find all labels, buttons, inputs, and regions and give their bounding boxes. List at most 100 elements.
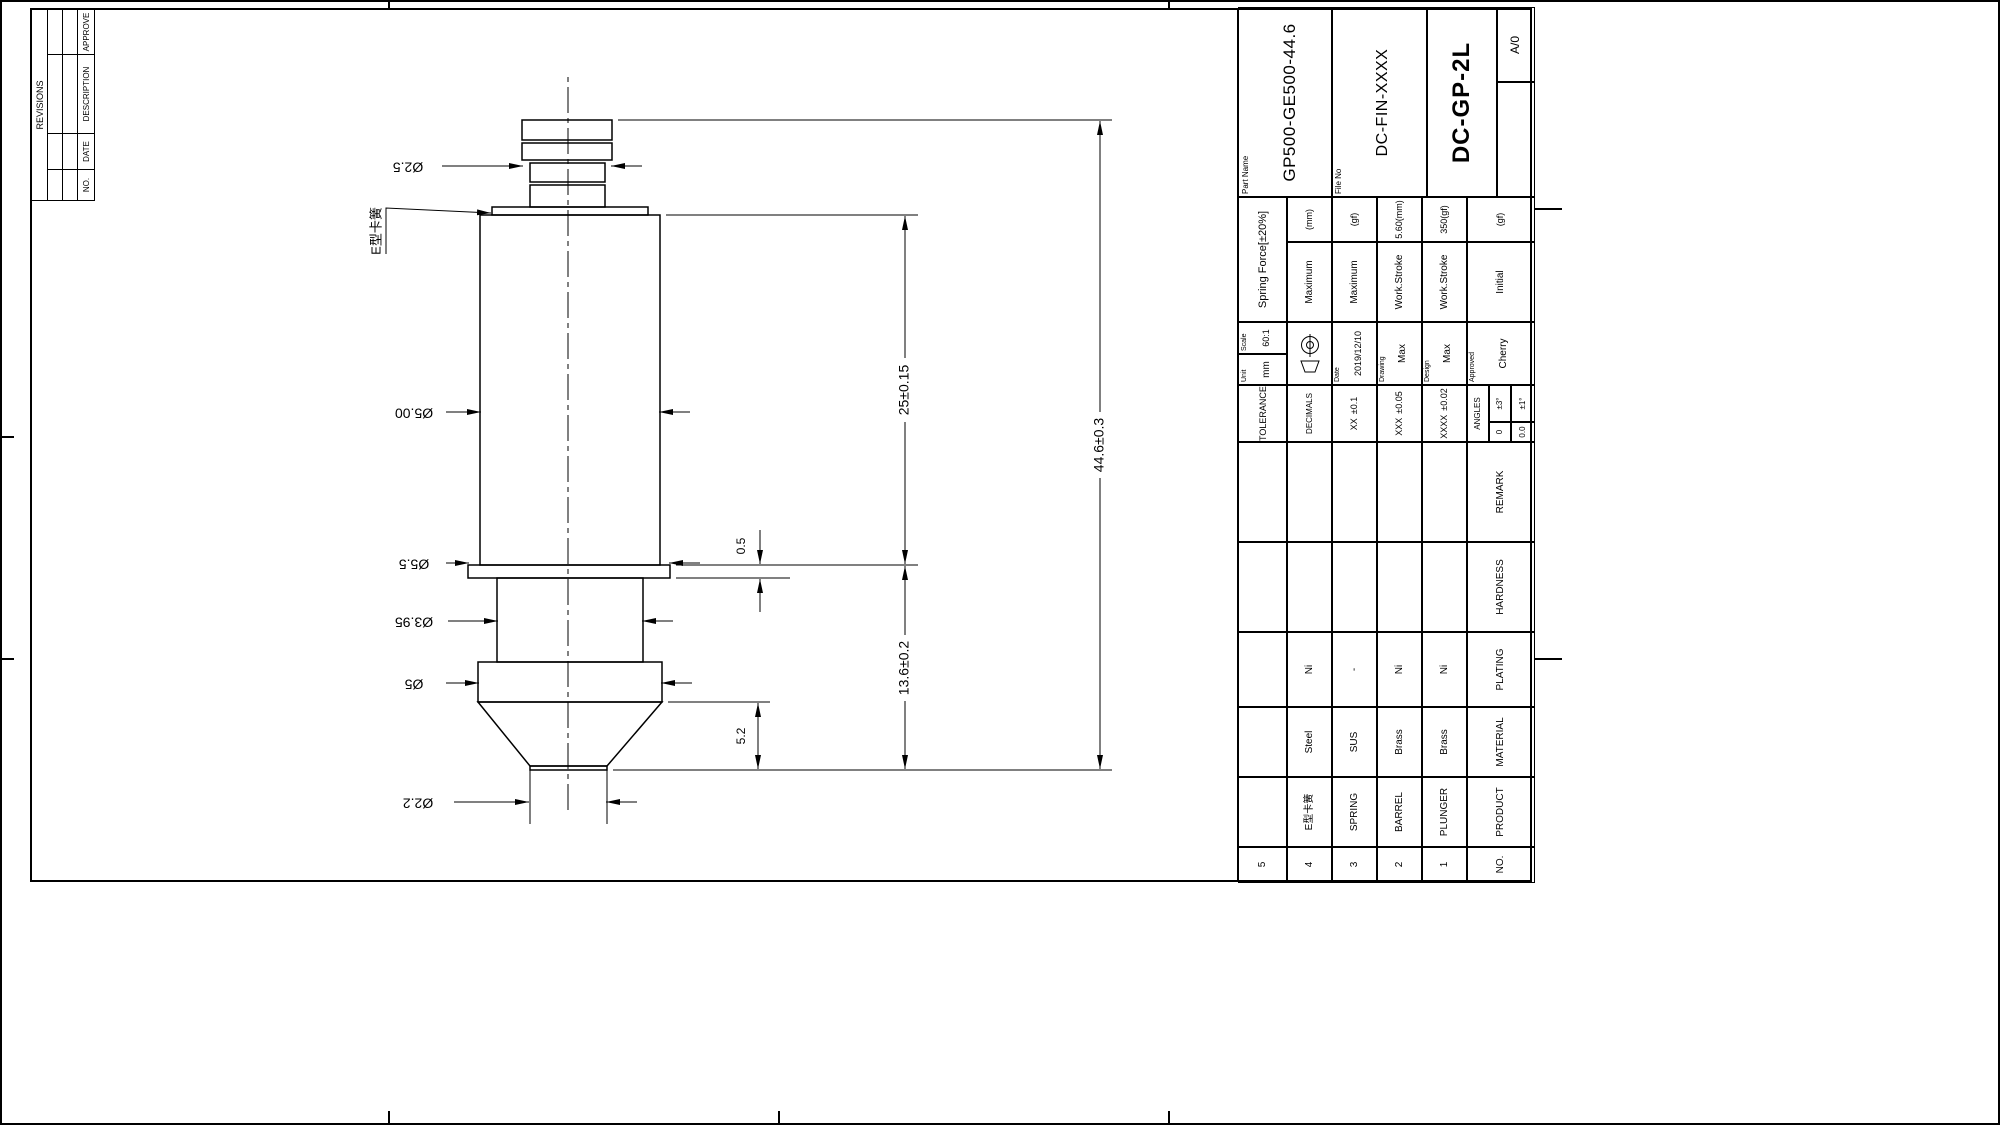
design-label: Design xyxy=(1424,360,1431,382)
tolerance-key: XX xyxy=(1349,418,1360,431)
dim-lower-length: 13.6±0.2 xyxy=(896,641,912,696)
spec-label: Work.Stroke xyxy=(1421,240,1468,324)
tip-end xyxy=(529,765,608,771)
spec-label: Maximum xyxy=(1331,240,1378,324)
revision-cell xyxy=(48,169,62,200)
spec-value: (gf) xyxy=(1465,196,1536,243)
eclip-callout-text: E型卡簧 xyxy=(368,207,383,255)
centering-tick xyxy=(388,0,390,14)
unit-cell: Unit mm xyxy=(1237,353,1289,386)
revision-title: REVISIONS xyxy=(32,10,48,200)
revision-col-date: DATE xyxy=(78,133,94,169)
dim-total-length: 44.6±0.3 xyxy=(1091,418,1107,473)
parts-no: 2 xyxy=(1375,846,1424,883)
unit-label: Unit xyxy=(1241,369,1248,382)
approved-by-value: Cherry xyxy=(1498,338,1510,369)
parts-header-no: NO. xyxy=(1465,846,1536,883)
tolerance-row-xxxx: XXXX ±0.02 xyxy=(1421,383,1468,444)
dim-barrel-length: 25±0.15 xyxy=(896,365,912,416)
unit-value: mm xyxy=(1260,361,1272,378)
part-drawing: Ø2.5 Ø5.00 Ø5.5 Ø3.95 Ø5 Ø2.2 0.5 5.2 25… xyxy=(368,75,1112,824)
drawing-by-value: Max xyxy=(1397,344,1409,363)
parts-header-plating: PLATING xyxy=(1466,630,1535,709)
spec-value: (gf) xyxy=(1331,196,1378,243)
tolerance-value: ±0.02 xyxy=(1439,388,1450,411)
dim-tube-diameter: Ø3.95 xyxy=(395,614,433,630)
part-name-cell: Part Name GP500-GE500-44.6 xyxy=(1238,5,1333,200)
parts-product: PLUNGER xyxy=(1421,775,1468,849)
parts-plating: - xyxy=(1331,630,1378,709)
part-name-value: GP500-GE500-44.6 xyxy=(1279,23,1299,182)
parts-remark xyxy=(1421,439,1468,545)
revision-col-no: NO. xyxy=(78,169,94,200)
parts-header-product: PRODUCT xyxy=(1466,775,1535,849)
centering-tick xyxy=(1532,658,1562,660)
drawing-by-cell: Drawing Max xyxy=(1376,320,1423,387)
revision-cell xyxy=(63,133,77,169)
revision-code: A/0 xyxy=(1496,6,1535,84)
parts-plating: Ni xyxy=(1421,630,1468,709)
parts-material: SUS xyxy=(1331,705,1378,779)
date-label: Date xyxy=(1334,367,1341,382)
revision-cell xyxy=(63,169,77,200)
barrel-crimp-step xyxy=(491,206,649,216)
file-no-label: File No xyxy=(1334,168,1343,194)
lower-tube xyxy=(496,577,644,663)
revision-col-approve: APPROVE xyxy=(81,12,91,52)
parts-product: SPRING xyxy=(1331,775,1378,849)
tolerance-title: TOLERANCE xyxy=(1238,383,1288,444)
parts-hardness xyxy=(1286,540,1333,634)
angle-key: 0.0 xyxy=(1509,421,1536,443)
title-block: 5 4 E型卡簧 Steel Ni 3 SPRING SUS - 2 BARRE… xyxy=(1237,5,1536,883)
part-outline xyxy=(467,119,671,771)
third-angle-projection-icon xyxy=(1299,334,1320,373)
scale-cell: Scale 60:1 xyxy=(1237,321,1289,355)
parts-hardness xyxy=(1376,540,1423,634)
eclip-groove xyxy=(529,162,606,183)
tolerance-row-xxx: XXX ±0.05 xyxy=(1376,383,1423,444)
extension-lines xyxy=(529,119,1112,824)
revision-cell xyxy=(48,54,62,133)
dimension-lines xyxy=(442,121,1103,805)
parts-hardness xyxy=(1331,540,1378,634)
revision-empty-row xyxy=(48,10,63,200)
parts-hardness xyxy=(1421,540,1468,634)
revision-cell xyxy=(63,10,77,54)
revision-cell xyxy=(48,133,62,169)
parts-product: E型卡簧 xyxy=(1286,775,1333,849)
parts-no: 1 xyxy=(1420,846,1469,883)
tolerance-value: ±0.05 xyxy=(1394,391,1405,414)
parts-material xyxy=(1238,705,1288,779)
spec-label: Work.Stroke xyxy=(1376,240,1423,324)
date-value: 2019/12/10 xyxy=(1352,330,1363,377)
spec-header: Spring Force[±20%] xyxy=(1238,194,1288,325)
parts-header-hardness: HARDNESS xyxy=(1466,540,1535,634)
drawing-sheet: Ø2.5 Ø5.00 Ø5.5 Ø3.95 Ø5 Ø2.2 0.5 5.2 25… xyxy=(30,5,1536,883)
file-no-cell: File No DC-FIN-XXXX xyxy=(1331,6,1428,199)
design-by-cell: Design Max xyxy=(1421,320,1468,387)
parts-remark xyxy=(1286,439,1333,545)
dim-ring-diameter: Ø5 xyxy=(404,676,423,692)
part-name-label: Part Name xyxy=(1241,155,1250,194)
flange xyxy=(467,564,671,579)
centering-tick xyxy=(388,1111,390,1125)
tolerance-key: XXXX xyxy=(1439,414,1450,439)
revision-empty-row xyxy=(63,10,78,200)
design-by-value: Max xyxy=(1442,344,1454,363)
scale-value: 60:1 xyxy=(1261,329,1272,347)
head-band xyxy=(521,142,613,161)
parts-header-material: MATERIAL xyxy=(1466,705,1535,779)
barrel-body xyxy=(479,214,661,566)
approved-by-cell: Approved Cherry xyxy=(1465,321,1536,386)
model-number: DC-GP-2L xyxy=(1426,5,1498,200)
parts-remark xyxy=(1238,439,1288,545)
dimension-texts: Ø2.5 Ø5.00 Ø5.5 Ø3.95 Ø5 Ø2.2 0.5 5.2 25… xyxy=(368,159,1106,811)
parts-product xyxy=(1238,775,1288,849)
approved-label: Approved xyxy=(1469,352,1476,382)
tolerance-value: ±0.1 xyxy=(1349,396,1360,415)
centering-tick xyxy=(0,658,14,660)
dim-flange-thickness: 0.5 xyxy=(734,537,748,554)
drawing-label: Drawing xyxy=(1379,356,1386,382)
parts-remark xyxy=(1376,439,1423,545)
